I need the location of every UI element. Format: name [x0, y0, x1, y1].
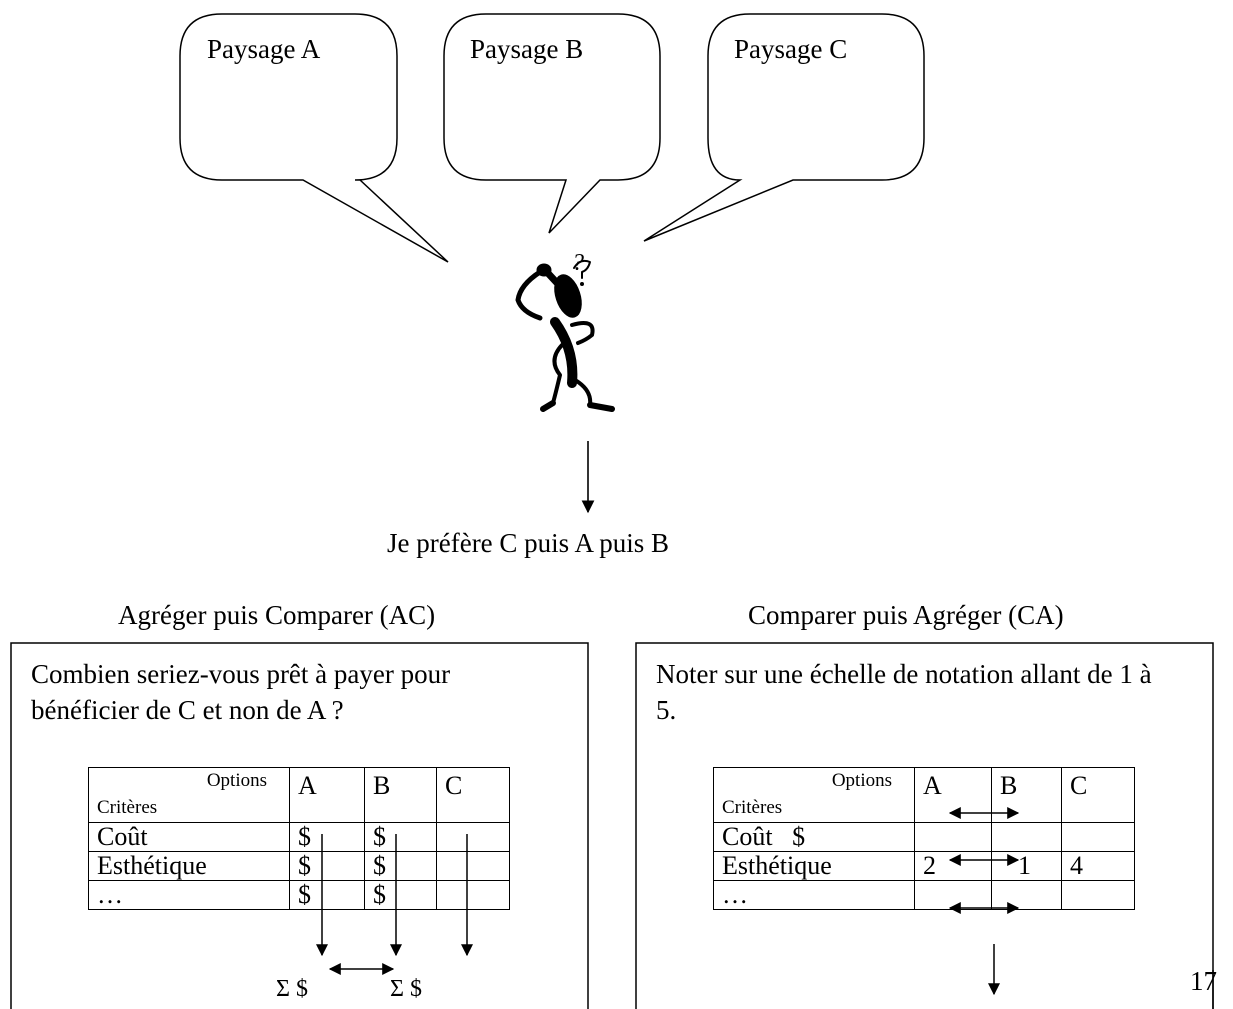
criteria-label: Critères: [722, 797, 783, 818]
panel-ac-frame: [10, 642, 589, 1009]
table-cell: 1: [991, 851, 1062, 881]
page-number: 17: [1190, 966, 1217, 996]
table-cell: $: [289, 880, 365, 910]
column-header-c: C: [436, 767, 510, 823]
table-cell: [991, 822, 1062, 852]
bubble-label-a: Paysage A: [207, 34, 321, 64]
options-label: Options: [831, 770, 892, 791]
column-header-b: B: [991, 767, 1062, 823]
table-cell: 2: [914, 851, 992, 881]
row-label: …: [88, 880, 290, 910]
table-cell: [436, 822, 510, 852]
preference-text: Je préfère C puis A puis B: [387, 528, 669, 558]
table-cell: $: [289, 851, 365, 881]
table-row: Esthétique 2 1 4: [713, 851, 1135, 881]
criteria-table-ca: Options Critères A B C Coût $ Esthétique…: [713, 767, 1135, 910]
column-header-c: C: [1061, 767, 1135, 823]
thinking-person-icon: [515, 259, 615, 412]
table-cell: $: [364, 822, 437, 852]
table-cell: 4: [1061, 851, 1135, 881]
table-cell: $: [364, 880, 437, 910]
column-header-a: A: [289, 767, 365, 823]
column-header-a: A: [914, 767, 992, 823]
panel-ca-question: Noter sur une échelle de notation allant…: [656, 659, 1152, 725]
table-cell: [436, 880, 510, 910]
bubble-b-shape: [443, 13, 661, 234]
question-mark-text: ?: [572, 250, 584, 276]
row-label: Coût $: [713, 822, 915, 852]
panel-ca-title: Comparer puis Agréger (CA): [748, 600, 1064, 630]
criteria-label: Critères: [97, 797, 158, 818]
table-cell: $: [289, 822, 365, 852]
table-header-cell: Options Critères: [88, 767, 290, 823]
column-header-b: B: [364, 767, 437, 823]
sum-label-left: Σ $: [276, 976, 308, 1002]
row-label: Esthétique: [88, 851, 290, 881]
table-cell: [914, 880, 992, 910]
table-row: …: [713, 880, 1135, 910]
table-cell: [1061, 822, 1135, 852]
row-label: Esthétique: [713, 851, 915, 881]
row-label: Coût: [88, 822, 290, 852]
options-label: Options: [206, 770, 267, 791]
panel-ca-frame: [635, 642, 1214, 1009]
bubble-c-shape: [643, 13, 925, 242]
sum-label-right: Σ $: [390, 976, 422, 1002]
table-cell: [991, 880, 1062, 910]
table-cell: [914, 822, 992, 852]
bubble-label-c: Paysage C: [734, 34, 848, 64]
bubble-a-shape: [179, 13, 449, 263]
panel-ac-question: Combien seriez-vous prêt à payer pour bé…: [31, 659, 451, 725]
table-row: … $ $: [88, 880, 510, 910]
table-cell: [436, 851, 510, 881]
row-label: …: [713, 880, 915, 910]
table-cell: [1061, 880, 1135, 910]
table-row: Esthétique $ $: [88, 851, 510, 881]
table-row: Coût $: [713, 822, 1135, 852]
criteria-table-ac: Options Critères A B C Coût $ $ Esthétiq…: [88, 767, 510, 910]
table-header-cell: Options Critères: [713, 767, 915, 823]
bubble-label-b: Paysage B: [470, 34, 584, 64]
table-cell: $: [364, 851, 437, 881]
panel-ac-title: Agréger puis Comparer (AC): [118, 600, 436, 630]
table-row: Coût $ $: [88, 822, 510, 852]
